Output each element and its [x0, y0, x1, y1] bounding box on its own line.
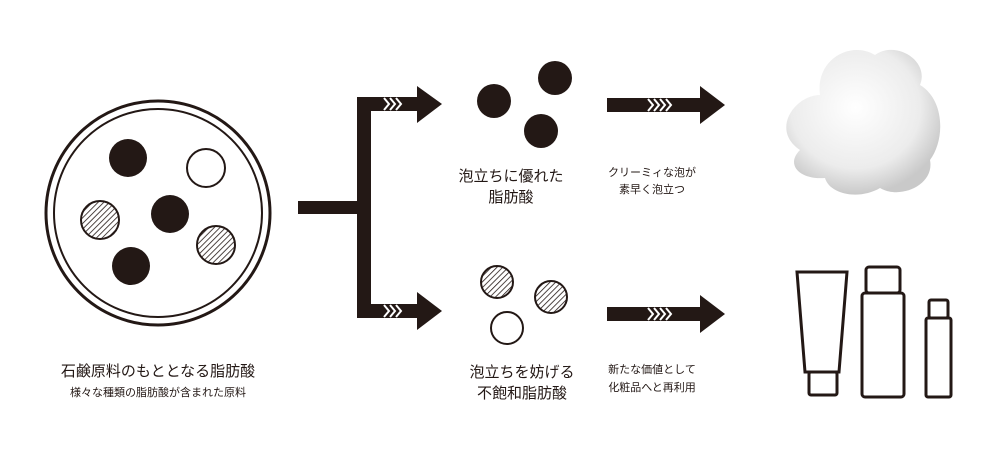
result-arrows: [607, 86, 725, 333]
source-subtitle: 様々な種類の脂肪酸が含まれた原料: [70, 386, 246, 399]
foam-inhibiting-acids: [480, 265, 568, 345]
saturated-fatty-acid-dot: [109, 139, 147, 177]
foam-result-line2: 素早く泡立つ: [619, 183, 685, 196]
saturated-fatty-acid-dot: [112, 247, 150, 285]
good-acid-label-line1: 泡立ちに優れた: [458, 167, 564, 185]
branch-connector: [298, 86, 442, 330]
raw-material-dish: [44, 99, 272, 327]
good-foaming-acids: [477, 61, 572, 148]
unsaturated-fatty-acid-dot: [196, 225, 236, 265]
good-acid-label-line2: 脂肪酸: [488, 188, 534, 206]
other-fatty-acid-dot: [186, 148, 226, 188]
source-title: 石鹸原料のもととなる脂肪酸: [60, 362, 256, 380]
unsaturated-label-line1: 泡立ちを妨げる: [469, 363, 575, 381]
saturated-fatty-acid-dot: [151, 195, 189, 233]
reuse-result-line1: 新たな価値として: [608, 363, 696, 376]
cosmetic-bottles-image: [795, 265, 953, 399]
foam-image: [786, 49, 941, 195]
reuse-result-line2: 化粧品へと再利用: [608, 381, 696, 394]
unsaturated-label-line2: 不飽和脂肪酸: [476, 384, 568, 402]
foam-result-line1: クリーミィな泡が: [608, 166, 696, 179]
unsaturated-fatty-acid-dot: [80, 200, 120, 240]
